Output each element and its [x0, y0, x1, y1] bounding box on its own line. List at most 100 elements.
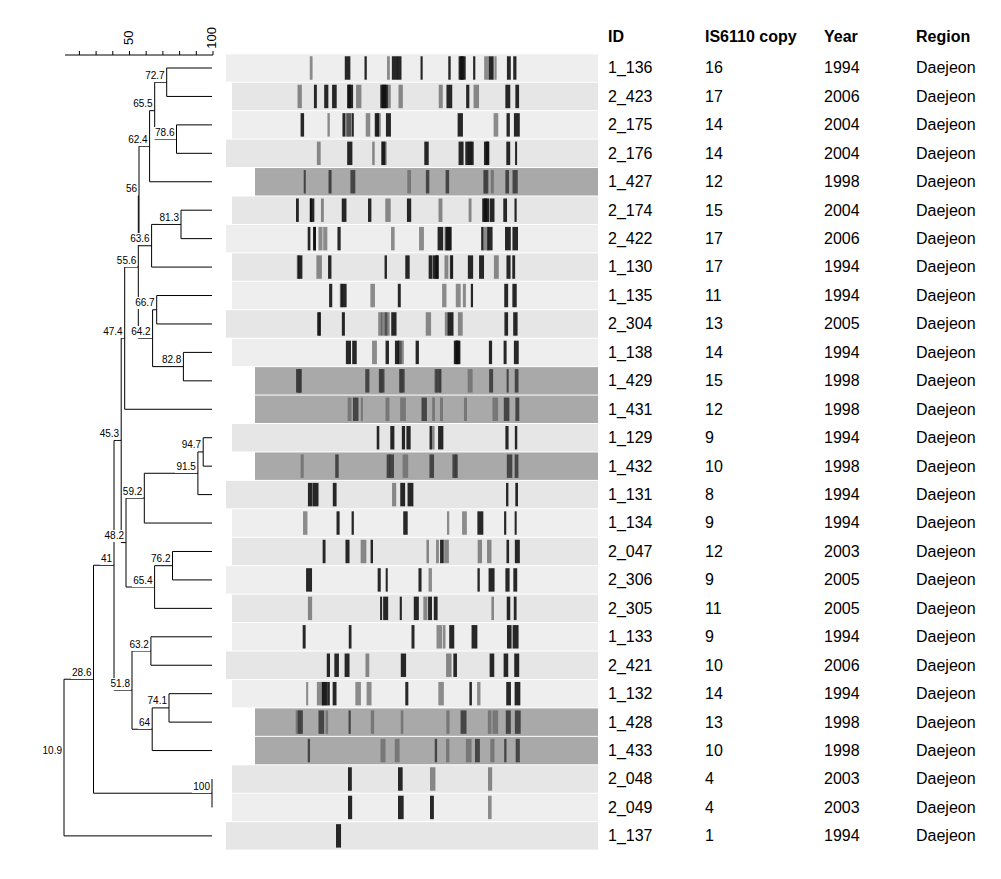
dendrogram-branch [152, 224, 181, 225]
gel-band [348, 767, 352, 790]
gel-band [469, 682, 471, 705]
table-cell: 1998 [824, 457, 860, 476]
gel-band [365, 369, 369, 392]
similarity-value: 72.7 [144, 70, 165, 82]
table-cell: 2_304 [608, 314, 653, 333]
gel-band [515, 454, 519, 477]
gel-band [506, 483, 508, 506]
gel-band [346, 341, 351, 364]
table-cell: 10 [705, 656, 723, 675]
gel-band [323, 540, 326, 563]
gel-band [403, 454, 409, 477]
similarity-value: 10.9 [42, 745, 63, 757]
table-cell: 2_174 [608, 201, 653, 220]
gel-lane [226, 225, 598, 252]
gel-band [462, 511, 467, 534]
gel-lane [232, 111, 598, 138]
scale-label: 100 [204, 27, 220, 49]
similarity-value: 48.2 [104, 530, 125, 542]
gel-band [367, 682, 372, 705]
gel-band [435, 255, 438, 278]
gel-band [472, 625, 478, 648]
dendrogram-branch [125, 409, 212, 410]
table-cell: 2_421 [608, 656, 653, 675]
table-cell: Daejeon [916, 627, 976, 646]
dendrogram-branch [181, 210, 212, 211]
gel-band [298, 85, 302, 108]
table-cell: 10 [705, 457, 723, 476]
gel-lane [255, 708, 598, 735]
gel-band [459, 142, 464, 165]
gel-lane [232, 196, 598, 223]
gel-lane [226, 566, 598, 593]
gel-band [446, 85, 452, 108]
table-cell: 8 [705, 485, 714, 504]
gel-band [429, 568, 432, 591]
gel-lane [232, 794, 598, 821]
table-cell: 9 [705, 627, 714, 646]
gel-band [333, 682, 337, 705]
scale-axis [65, 51, 213, 55]
table-cell: 15 [705, 371, 723, 390]
gel-band [379, 369, 383, 392]
gel-band [445, 227, 450, 250]
axis-tick [79, 51, 80, 55]
gel-band [414, 597, 419, 620]
gel-band [342, 312, 345, 335]
table-cell: 14 [705, 144, 723, 163]
gel-band [371, 540, 373, 563]
gel-band [444, 540, 449, 563]
table-cell: 2005 [824, 599, 860, 618]
gel-band [514, 654, 519, 677]
table-cell: Daejeon [916, 769, 976, 788]
gel-band [385, 198, 390, 221]
similarity-value: 81.3 [159, 212, 180, 224]
table-cell: 2004 [824, 201, 860, 220]
gel-band [435, 739, 437, 762]
gel-band [489, 56, 494, 79]
gel-band [494, 255, 499, 278]
gel-band [398, 341, 402, 364]
table-cell: 2_049 [608, 798, 653, 817]
axis-tick [129, 51, 130, 55]
table-cell: 1_138 [608, 343, 653, 362]
similarity-value: 64.2 [130, 326, 151, 338]
gel-band [440, 540, 444, 563]
gel-band [399, 85, 403, 108]
table-cell: 14 [705, 115, 723, 134]
table-cell: 1994 [824, 286, 860, 305]
gel-lane [255, 396, 598, 423]
table-cell: 1998 [824, 741, 860, 760]
gel-band [433, 255, 439, 278]
gel-band [488, 796, 492, 819]
gel-band [491, 170, 494, 193]
column-header: Year [824, 27, 858, 46]
table-cell: 1_131 [608, 485, 653, 504]
table-cell: 1994 [824, 428, 860, 447]
gel-band [484, 198, 489, 221]
gel-band [478, 540, 482, 563]
similarity-value: 63.6 [129, 233, 150, 245]
gel-band [429, 255, 433, 278]
dendrogram-branch [132, 729, 152, 730]
gel-band [378, 568, 381, 591]
gel-band [328, 682, 330, 705]
table-cell: 2_422 [608, 229, 653, 248]
gel-band [372, 142, 375, 165]
table-cell: 15 [705, 201, 723, 220]
dendrogram-branch [64, 835, 212, 836]
dendrogram-branch [126, 498, 144, 499]
gel-band [424, 142, 428, 165]
gel-band [348, 796, 352, 819]
gel-band [458, 312, 463, 335]
table-cell: 2004 [824, 115, 860, 134]
gel-band [435, 369, 440, 392]
gel-band [448, 56, 450, 79]
table-cell: 11 [705, 599, 722, 618]
table-cell: Daejeon [916, 599, 976, 618]
gel-band [314, 85, 317, 108]
gel-band [469, 198, 472, 221]
gel-band [333, 483, 337, 506]
gel-band [471, 284, 473, 307]
